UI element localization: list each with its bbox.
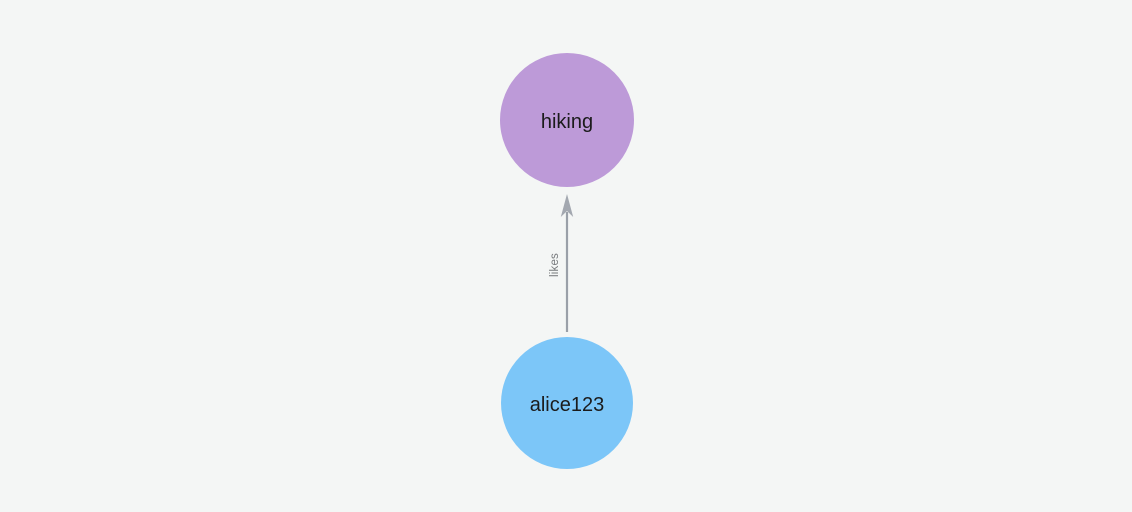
node-alice123[interactable]: alice123	[501, 337, 633, 469]
edge-likes[interactable]: likes	[549, 194, 574, 332]
edge-label: likes	[549, 253, 561, 277]
node-hiking[interactable]: hiking	[500, 53, 634, 187]
node-circle[interactable]	[500, 53, 634, 187]
edge-arrowhead-icon	[560, 194, 574, 217]
node-circle[interactable]	[501, 337, 633, 469]
